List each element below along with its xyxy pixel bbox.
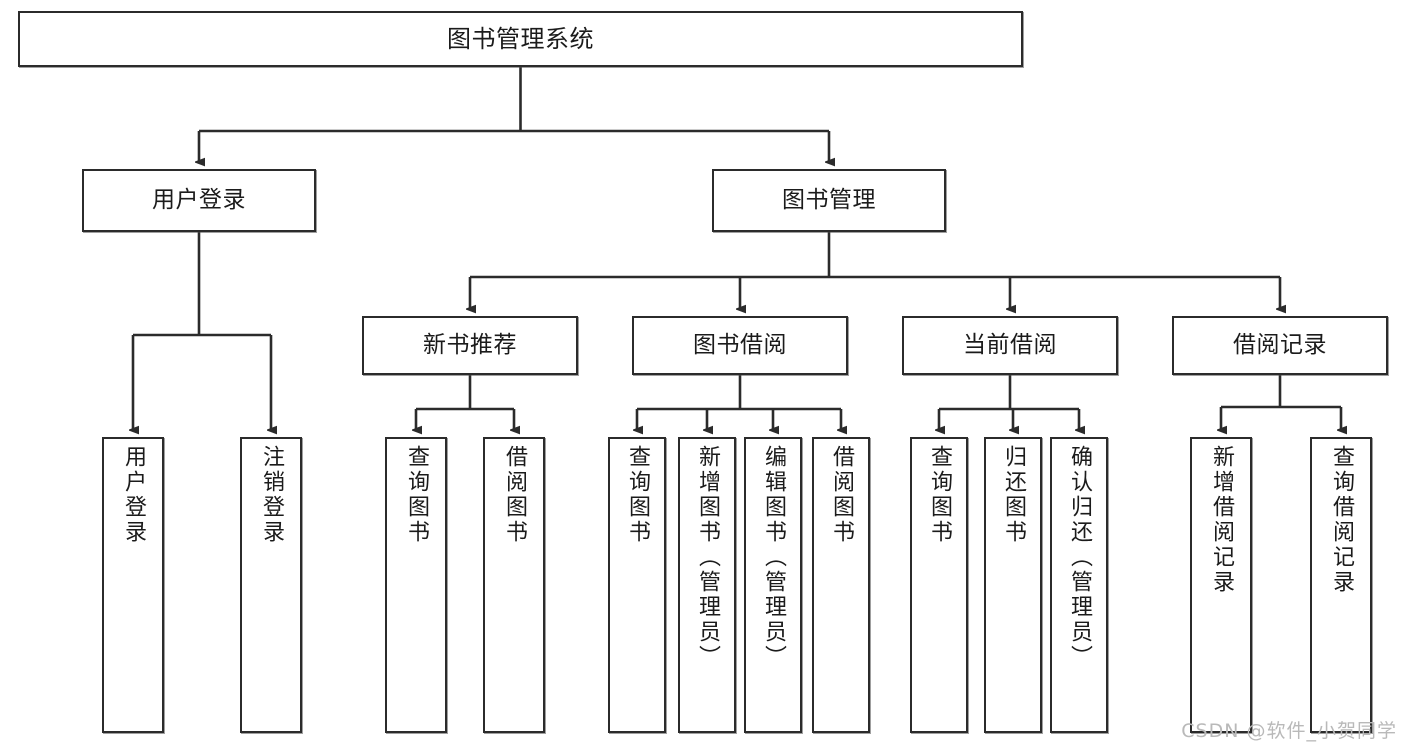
leaf-user-login[interactable]: 用户登录 [102,437,164,733]
leaf-query-book-recommend[interactable]: 查询图书 [385,437,447,733]
leaf-confirm-return-admin[interactable]: 确认归还（管理员） [1050,437,1108,733]
node-label: 确认归还（管理员） [1066,445,1092,670]
node-label: 查询借阅记录 [1328,445,1354,595]
leaf-borrow-book[interactable]: 借阅图书 [812,437,870,733]
leaf-query-borrow-record[interactable]: 查询借阅记录 [1310,437,1372,733]
leaf-query-book-borrow[interactable]: 查询图书 [608,437,666,733]
node-label: 借阅记录 [1233,331,1327,358]
leaf-borrow-book-recommend[interactable]: 借阅图书 [483,437,545,733]
leaf-return-book[interactable]: 归还图书 [984,437,1042,733]
node-book-borrow[interactable]: 图书借阅 [632,316,848,375]
node-root[interactable]: 图书管理系统 [18,11,1023,67]
node-borrow-record[interactable]: 借阅记录 [1172,316,1388,375]
node-label: 查询图书 [926,445,952,545]
node-label: 图书管理 [782,186,876,213]
leaf-query-book-current[interactable]: 查询图书 [910,437,968,733]
node-label: 新增图书（管理员） [694,445,720,670]
node-book-management[interactable]: 图书管理 [712,169,946,232]
node-label: 编辑图书（管理员） [760,445,786,670]
leaf-user-logout[interactable]: 注销登录 [240,437,302,733]
node-label: 新增借阅记录 [1208,445,1234,595]
node-label: 用户登录 [120,445,146,545]
node-label: 借阅图书 [501,445,527,545]
node-label: 查询图书 [624,445,650,545]
node-label: 新书推荐 [423,331,517,358]
leaf-add-book-admin[interactable]: 新增图书（管理员） [678,437,736,733]
node-user-login[interactable]: 用户登录 [82,169,316,232]
leaf-edit-book-admin[interactable]: 编辑图书（管理员） [744,437,802,733]
node-label: 当前借阅 [963,331,1057,358]
node-label: 注销登录 [258,445,284,545]
node-label: 归还图书 [1000,445,1026,545]
node-label: 图书借阅 [693,331,787,358]
node-label: 查询图书 [403,445,429,545]
node-label: 用户登录 [152,186,246,213]
node-current-borrow[interactable]: 当前借阅 [902,316,1118,375]
node-label: 借阅图书 [828,445,854,545]
node-label: 图书管理系统 [447,24,594,53]
leaf-add-borrow-record[interactable]: 新增借阅记录 [1190,437,1252,733]
node-new-book-recommend[interactable]: 新书推荐 [362,316,578,375]
